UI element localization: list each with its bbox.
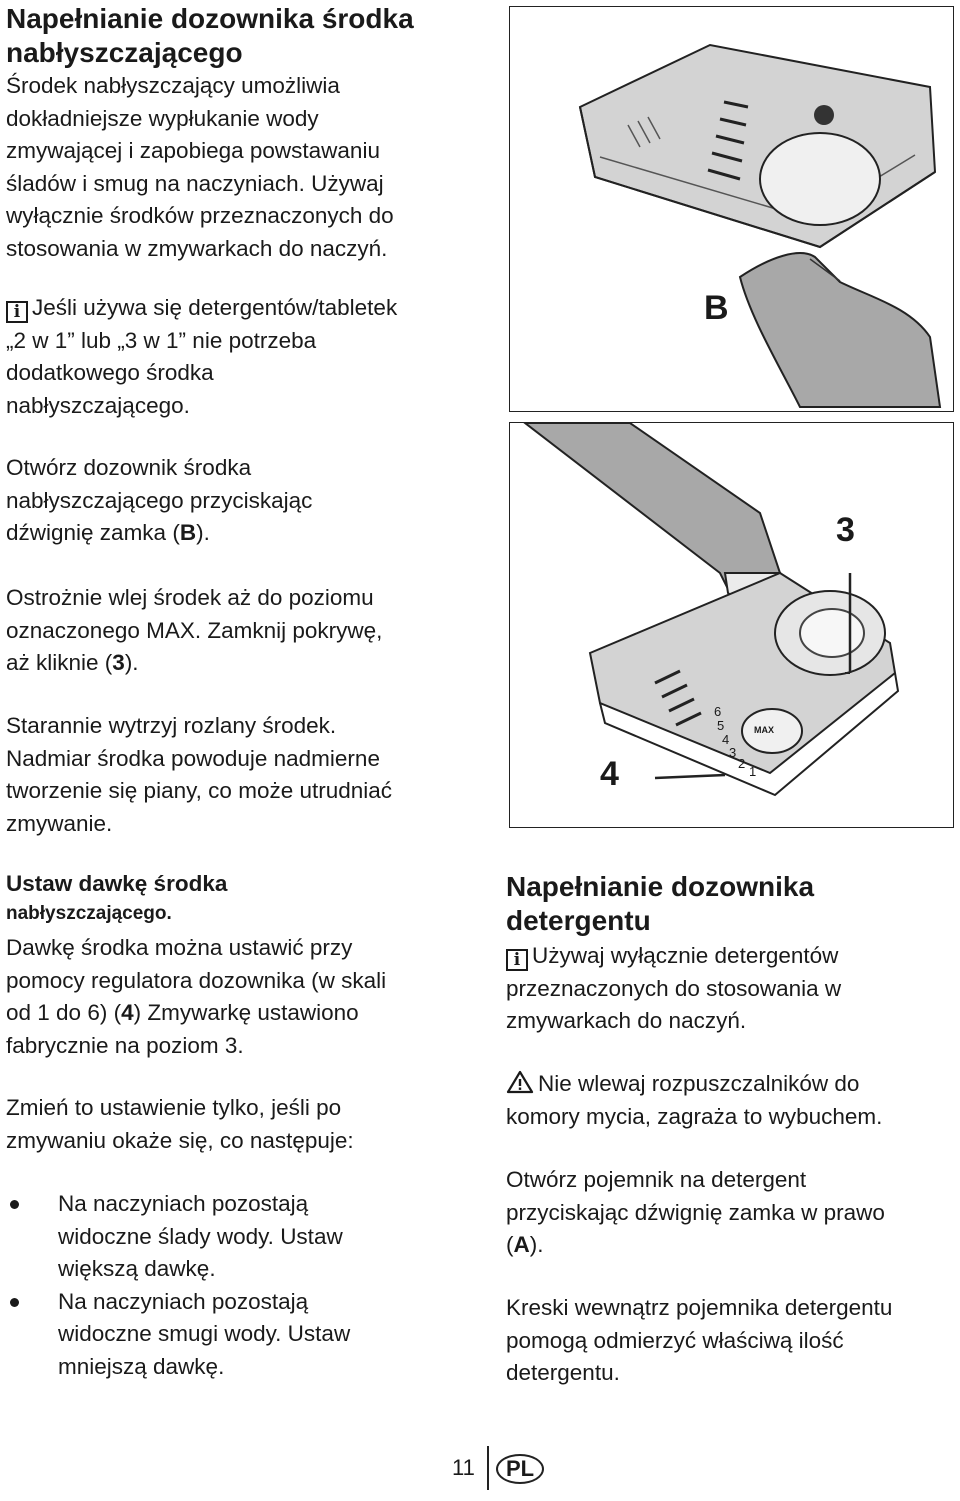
label-4: 4: [600, 755, 619, 793]
rinse-aid-title: Napełnianie dozownika środka nabłyszczaj…: [6, 3, 414, 68]
dose-heading: Ustaw dawkę środka nabłyszczającego.: [6, 871, 228, 924]
language-badge: PL: [496, 1454, 545, 1484]
open-detergent-text: Otwórz pojemnik na detergent przyciskają…: [506, 1167, 885, 1257]
dose-text: Dawkę środka można ustawić przy pomocy r…: [6, 935, 387, 1058]
info-icon: i: [6, 301, 28, 323]
warning-icon: [506, 1070, 534, 1094]
wipe-text: Starannie wytrzyj rozlany środek. Nadmia…: [6, 713, 393, 836]
detergent-title: Napełnianie dozownika detergentu: [506, 871, 815, 936]
figure-fill-dispenser: 3 4 MAX 6 5 4 3 2 1: [509, 422, 954, 828]
info-icon: i: [506, 949, 528, 971]
page-number: 11: [452, 1455, 475, 1480]
rinse-aid-intro: Środek nabłyszczający umożliwia dokładni…: [6, 73, 394, 261]
label-3: 3: [836, 511, 855, 549]
detergent-lines-text: Kreski wewnątrz pojemnika detergentu pom…: [506, 1295, 893, 1385]
bullet-item: Na naczyniach pozostają widoczne smugi w…: [6, 1286, 350, 1384]
dispenser-illustration-top: [578, 43, 942, 408]
footer-divider: [487, 1446, 489, 1490]
change-setting-text: Zmień to ustawienie tylko, jeśli po zmyw…: [6, 1095, 354, 1153]
solvent-warning: Nie wlewaj rozpuszczalników do komory my…: [506, 1070, 883, 1129]
dial-max-label: MAX: [754, 725, 774, 735]
label-b: B: [704, 289, 729, 327]
open-dispenser-text: Otwórz dozownik środka nabłyszczającego …: [6, 455, 313, 545]
figure-lock-lever: B: [509, 6, 954, 412]
dose-bullets: Na naczyniach pozostają widoczne ślady w…: [6, 1188, 350, 1383]
dispenser-illustration-bottom: [523, 423, 900, 797]
pour-text: Ostrożnie wlej środek aż do poziomu ozna…: [6, 585, 383, 675]
bullet-item: Na naczyniach pozostają widoczne ślady w…: [6, 1188, 350, 1286]
